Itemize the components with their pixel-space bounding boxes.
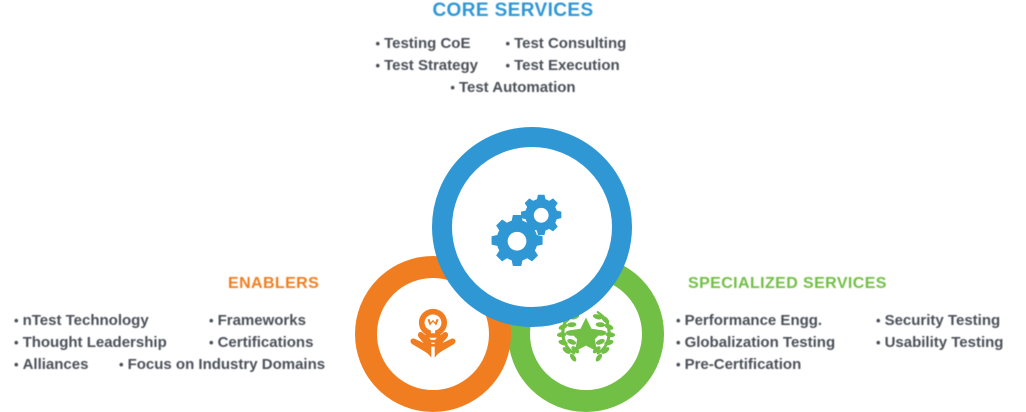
enabler-item-ntest-technology: nTest Technology: [14, 310, 209, 332]
core-services-row: Test Automation: [0, 77, 1026, 99]
core-services-circle: [432, 127, 632, 327]
enablers-row: Thought Leadership Certifications: [14, 332, 359, 354]
core-services-heading: CORE SERVICES: [432, 0, 594, 21]
specialized-item-usability-testing: Usability Testing: [876, 332, 1021, 354]
core-services-row: Test Strategy Test Execution: [0, 55, 1026, 77]
hands-lightbulb-icon: [396, 297, 470, 371]
specialized-item-performance-engg: Performance Engg.: [676, 310, 876, 332]
enabler-item-focus-industry-domains: Focus on Industry Domains: [119, 354, 349, 376]
enablers-row: Alliances Focus on Industry Domains: [14, 354, 359, 376]
core-item-testing-coe: Testing CoE: [376, 33, 506, 55]
specialized-row: Performance Engg. Security Testing: [676, 310, 1021, 332]
specialized-row: Pre-Certification: [676, 354, 1021, 376]
enabler-item-thought-leadership: Thought Leadership: [14, 332, 209, 354]
gears-icon: [489, 184, 575, 270]
enablers-row: nTest Technology Frameworks: [14, 310, 359, 332]
enabler-item-frameworks: Frameworks: [209, 310, 349, 332]
enablers-list: nTest Technology Frameworks Thought Lead…: [14, 310, 359, 376]
enabler-item-certifications: Certifications: [209, 332, 349, 354]
laurel-star-icon: [543, 294, 629, 374]
core-services-row: Testing CoE Test Consulting: [0, 33, 1026, 55]
enabler-item-alliances: Alliances: [14, 354, 119, 376]
specialized-item-globalization-testing: Globalization Testing: [676, 332, 876, 354]
core-item-test-strategy: Test Strategy: [376, 55, 506, 77]
specialized-row: Globalization Testing Usability Testing: [676, 332, 1021, 354]
specialized-services-list: Performance Engg. Security Testing Globa…: [676, 310, 1021, 376]
specialized-services-heading: SPECIALIZED SERVICES: [688, 275, 887, 292]
specialized-item-security-testing: Security Testing: [876, 310, 1021, 332]
core-item-test-consulting: Test Consulting: [506, 33, 651, 55]
core-item-test-automation: Test Automation: [450, 77, 576, 99]
core-services-list: Testing CoE Test Consulting Test Strateg…: [0, 33, 1026, 99]
core-item-test-execution: Test Execution: [506, 55, 651, 77]
enablers-heading: ENABLERS: [228, 275, 320, 292]
specialized-item-pre-certification: Pre-Certification: [676, 354, 876, 376]
